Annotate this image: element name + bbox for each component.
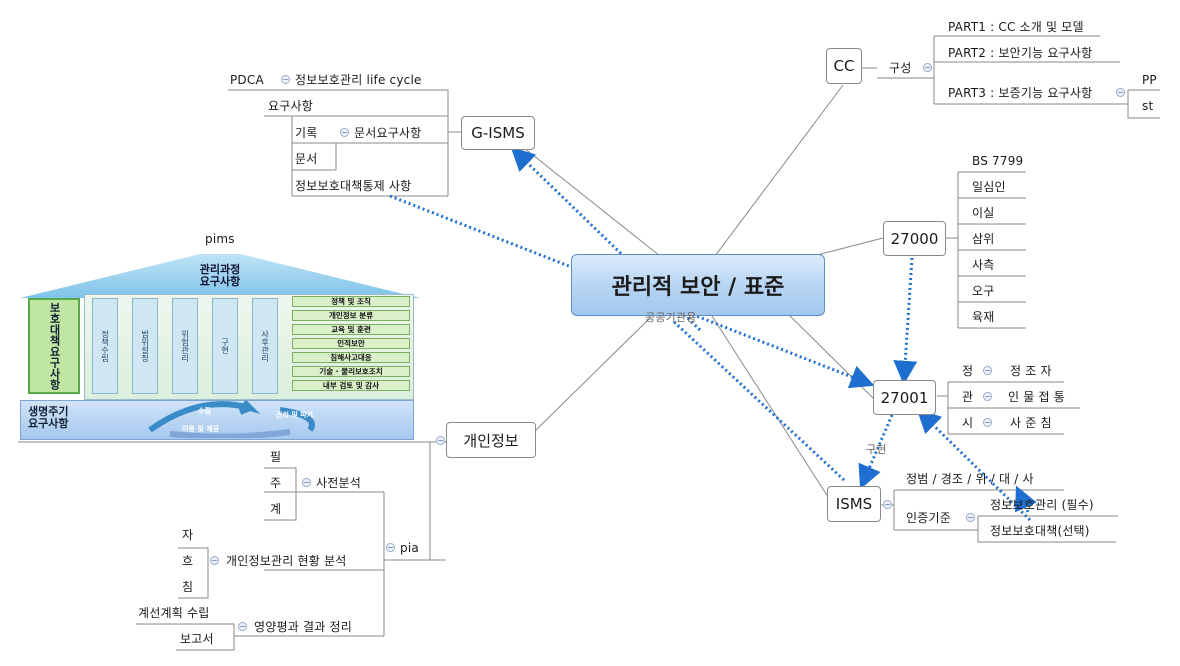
collapse-icon[interactable]: − [436, 436, 445, 445]
pims-column: 위험관리 [172, 298, 198, 394]
cc-pp: PP [1142, 73, 1157, 87]
iso27000-item: 오구 [972, 284, 995, 298]
privacy-pre-item: 필 [270, 450, 282, 464]
pims-cycle-manage: 관리 및 파기 [276, 411, 314, 419]
gisms-pdca: PDCA [230, 73, 264, 87]
privacy-status-item: 자 [182, 528, 194, 542]
pims-row: 기술 · 물리보호조치 [292, 366, 410, 377]
pims-column: 구현 [212, 298, 238, 394]
iso27000-bs: BS 7799 [972, 154, 1024, 168]
isms-measures: 정보보호대책(선택) [990, 524, 1090, 538]
privacy-pre-item: 주 [270, 476, 282, 490]
pims-row: 인적보안 [292, 338, 410, 349]
node-gisms[interactable]: G-ISMS [461, 116, 535, 150]
iso27001-key: 시 [962, 416, 974, 430]
privacy-report: 보고서 [180, 632, 214, 646]
central-note: 공공기관용 [645, 311, 697, 324]
cc-part1: PART1 : CC 소개 및 모델 [948, 20, 1084, 34]
iso27000-item: 일심인 [972, 180, 1006, 194]
node-27001[interactable]: 27001 [873, 380, 936, 415]
privacy-status-item: 침 [182, 580, 194, 594]
pims-row: 개인정보 분류 [292, 310, 410, 321]
gisms-record: 기록 [295, 126, 318, 140]
isms-fields: 정범 / 경조 / 위 / 대 / 사 [906, 472, 1034, 486]
gisms-controls: 정보보호대책통제 사항 [295, 179, 412, 193]
privacy-status-analysis: 개인정보관리 현황 분석 [226, 554, 347, 568]
arrow-gisms-27001 [389, 194, 875, 389]
collapse-icon[interactable]: − [386, 543, 395, 552]
pims-side-label: 보호대책요구사항 [28, 298, 80, 394]
iso27000-item: 이실 [972, 206, 995, 220]
pims-cycle-use: 이용 및 제공 [182, 425, 220, 433]
privacy-pre-item: 계 [270, 502, 282, 516]
node-isms[interactable]: ISMS [827, 486, 881, 522]
arrow-to-gisms [510, 146, 702, 332]
cc-st: st [1142, 99, 1154, 113]
pims-row: 침해사고대응 [292, 352, 410, 363]
iso27000-item: 사측 [972, 258, 995, 272]
collapse-icon[interactable]: − [302, 478, 311, 487]
arrow-measures-isms [1015, 485, 1037, 513]
iso27000-item: 삼위 [972, 232, 995, 246]
node-cc[interactable]: CC [826, 48, 862, 84]
node-27000[interactable]: 27000 [883, 221, 946, 256]
collapse-icon[interactable]: − [983, 366, 992, 375]
iso27001-key: 정 [962, 364, 974, 378]
cc-part3: PART3 : 보증기능 요구사항 [948, 86, 1093, 100]
gisms-lifecycle: 정보보호관리 life cycle [295, 73, 422, 87]
collapse-icon[interactable]: − [983, 418, 992, 427]
collapse-icon[interactable]: − [983, 392, 992, 401]
privacy-result: 영양평과 결과 정리 [254, 620, 352, 634]
implement-label: 구현 [866, 443, 887, 456]
collapse-icon[interactable]: − [210, 556, 219, 565]
privacy-pre-analysis: 사전분석 [316, 476, 361, 490]
pims-cycle-collect: 수집 [198, 407, 211, 415]
pims-column: 사후관리 [252, 298, 278, 394]
pims-column: 정책수립 [92, 298, 118, 394]
pims-column: 범위설정 [132, 298, 158, 394]
cc-composition: 구성 [889, 61, 912, 75]
collapse-icon[interactable]: − [923, 63, 932, 72]
connector-privacy [535, 317, 651, 431]
connector-gisms [513, 139, 661, 257]
collapse-icon[interactable]: − [1116, 88, 1125, 97]
pims-roof-label: 관리과정 요구사항 [199, 263, 241, 288]
arrow-27000-27001 [893, 257, 918, 385]
collapse-icon[interactable]: − [238, 622, 247, 631]
connector-isms [711, 315, 831, 501]
arrow-isms-central [670, 318, 846, 482]
gisms-document: 문서 [295, 152, 318, 166]
gisms-doc-req: 문서요구사항 [354, 126, 422, 140]
pims-base-label: 생명주기 요구사항 [28, 405, 69, 430]
iso27001-value: 정 조 자 [1010, 364, 1052, 378]
collapse-icon[interactable]: − [966, 513, 975, 522]
collapse-icon[interactable]: − [340, 128, 349, 137]
pims-cycle-graphic [148, 400, 315, 438]
iso27000-item: 육재 [972, 310, 995, 324]
pims-diagram-image: 관리과정 요구사항 보호대책요구사항 정책수립 범위설정 위험관리 구현 사후관… [20, 250, 420, 440]
privacy-plan: 계선계획 수립 [138, 606, 210, 620]
pims-row: 교육 및 훈련 [292, 324, 410, 335]
connector-cc [714, 84, 844, 257]
pims-row: 정책 및 조직 [292, 296, 410, 307]
gisms-requirements: 요구사항 [268, 99, 313, 113]
arrow-measures-27001 [916, 408, 1032, 522]
iso27001-value: 사 준 침 [1010, 416, 1052, 430]
pims-row: 내부 검토 및 감사 [292, 380, 410, 391]
central-topic[interactable]: 관리적 보안 / 표준 [571, 254, 825, 316]
iso27001-key: 관 [962, 390, 974, 404]
iso27001-value: 인 물 접 통 [1008, 390, 1066, 404]
isms-criteria: 인증기준 [906, 511, 951, 525]
collapse-icon[interactable]: − [281, 75, 290, 84]
privacy-pia: pia [400, 541, 419, 555]
cc-part2: PART2 : 보안기능 요구사항 [948, 46, 1093, 60]
pims-caption: pims [205, 232, 235, 246]
connector-27001 [779, 305, 874, 399]
isms-mgmt: 정보보호관리 (필수) [990, 498, 1094, 512]
node-privacy[interactable]: 개인정보 [446, 422, 536, 458]
collapse-icon[interactable]: − [883, 500, 892, 509]
privacy-status-item: 흐 [182, 554, 194, 568]
